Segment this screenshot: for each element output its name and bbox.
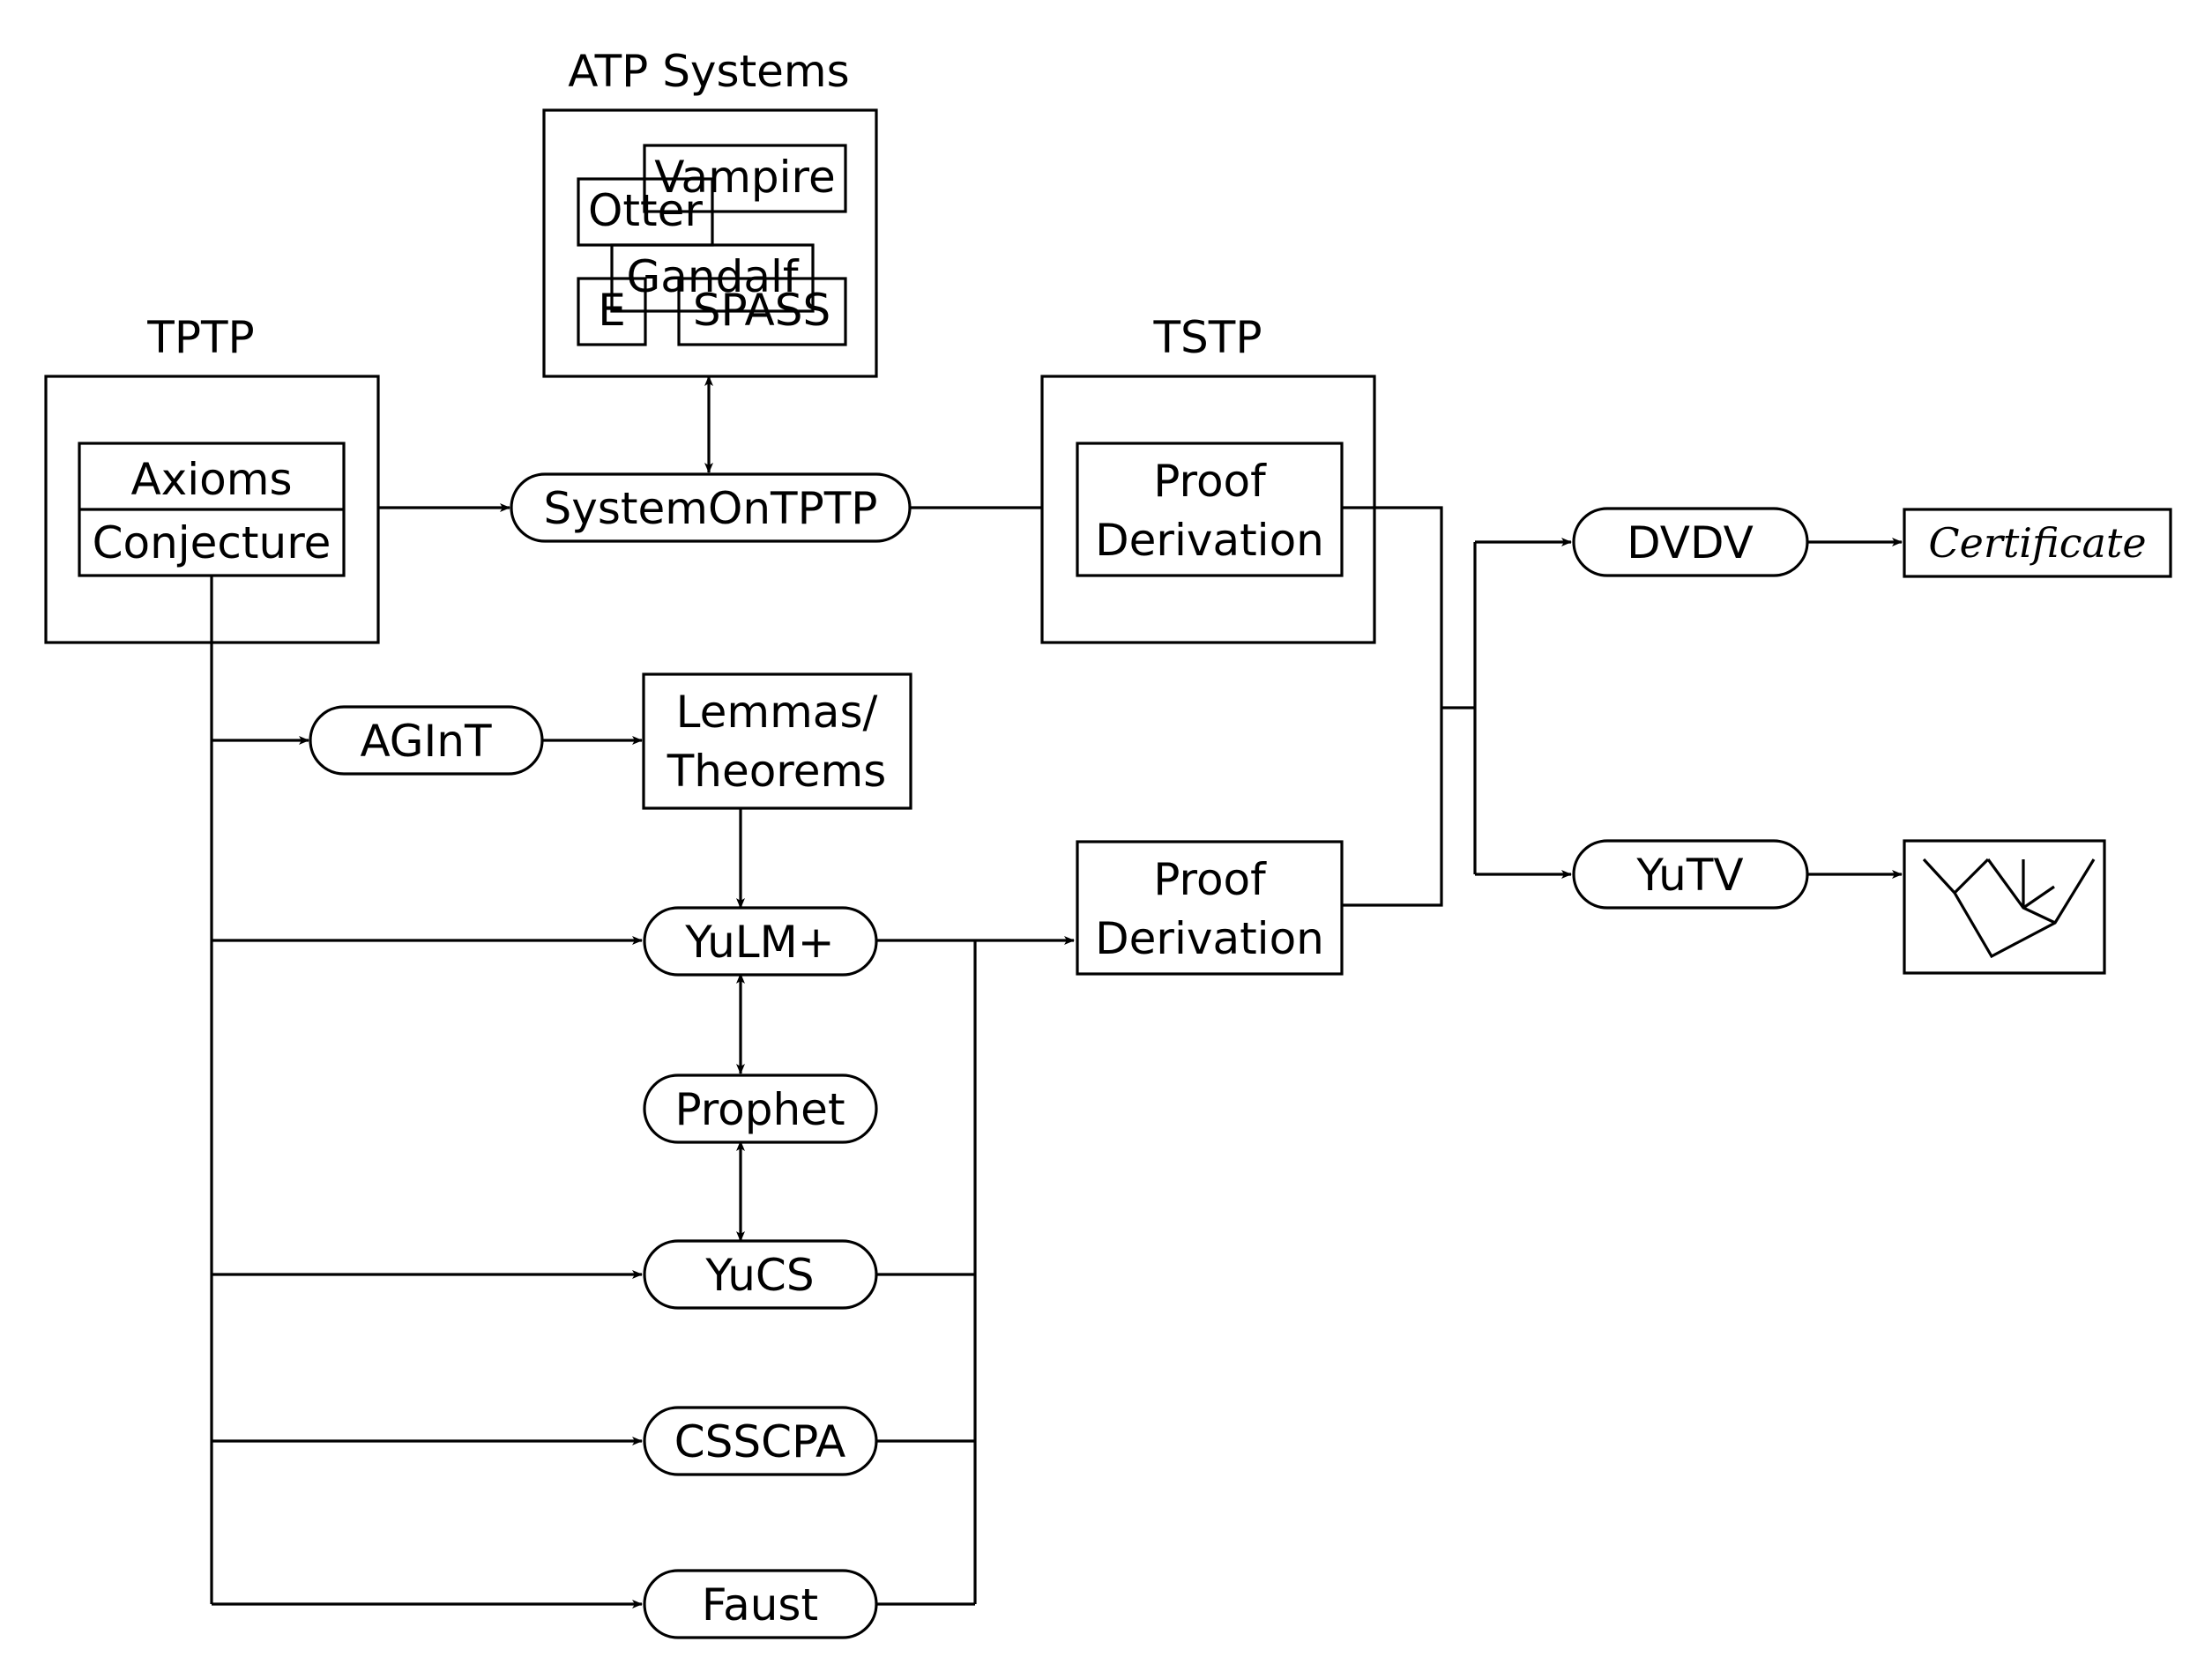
yutv-node[interactable]: YuTV [1572, 839, 1809, 910]
yulm-label: YuLM+ [684, 917, 834, 968]
axioms-label: Axioms [130, 454, 292, 505]
systemontptp-node[interactable]: SystemOnTPTP [510, 472, 912, 543]
otter-label: Otter [588, 185, 703, 236]
spass-label: SPASS [693, 285, 830, 336]
prophet-label: Prophet [674, 1084, 845, 1135]
vampire-label: Vampire [654, 152, 836, 203]
tstp-group: TSTP Proof Derivation [1040, 312, 1376, 644]
gandalf-label: Gandalf [627, 251, 800, 302]
proof-derivation-box-2 [1076, 840, 1344, 976]
tptp-group: TPTP Axioms Conjecture [44, 312, 380, 644]
tstp-title: TSTP [1153, 312, 1262, 363]
csscpa-label: CSSCPA [674, 1416, 845, 1467]
proof-tree-icon [1922, 858, 2096, 959]
connectors [210, 375, 1903, 1608]
tptp-title: TPTP [146, 312, 254, 363]
proof-derivation-box-1 [1076, 442, 1344, 577]
derivation-label-1: Derivation [1095, 515, 1324, 566]
yucs-label: YuCS [704, 1250, 814, 1301]
spass-box [677, 277, 847, 346]
atp-systems-box [542, 108, 878, 378]
agint-label: AGInT [360, 716, 492, 767]
e-label: E [598, 285, 626, 336]
lemmas-label: Lemmas/ [676, 687, 878, 738]
proof-derivation-node-2: Proof Derivation [1076, 840, 1344, 976]
proof-tree-box [1903, 839, 2106, 975]
proof-tree-node [1903, 839, 2106, 975]
systemontptp-label: SystemOnTPTP [544, 483, 878, 534]
tools: SystemOnTPTP AGInT YuLM+ Prophet YuCS CS… [309, 472, 1809, 1639]
theorems-label: Theorems [667, 746, 887, 797]
dvdv-node[interactable]: DVDV [1572, 507, 1809, 577]
yutv-label: YuTV [1635, 850, 1743, 901]
e-box [577, 277, 647, 346]
conjecture-label: Conjecture [93, 517, 331, 568]
lemmas-box [642, 672, 912, 810]
dvdv-label: DVDV [1627, 517, 1754, 568]
lemmas-theorems-node: Lemmas/ Theorems [642, 672, 912, 810]
certificate-node: Certificate [1903, 508, 2172, 578]
yulm-node[interactable]: YuLM+ [643, 906, 878, 977]
faust-node[interactable]: Faust [643, 1569, 878, 1639]
faust-label: Faust [702, 1579, 818, 1631]
atp-systems-group: ATP Systems Vampire Otter Gandalf E SPAS… [542, 46, 878, 378]
atp-systems-title: ATP Systems [568, 46, 849, 97]
csscpa-node[interactable]: CSSCPA [643, 1406, 878, 1476]
proof-label-2: Proof [1153, 854, 1267, 905]
yucs-node[interactable]: YuCS [643, 1239, 878, 1310]
derivation-label-2: Derivation [1095, 913, 1324, 964]
proof-label-1: Proof [1153, 456, 1267, 507]
agint-node[interactable]: AGInT [309, 705, 544, 776]
certificate-label: Certificate [1928, 519, 2146, 567]
certificate-box [1903, 508, 2172, 578]
prophet-node[interactable]: Prophet [643, 1074, 878, 1144]
